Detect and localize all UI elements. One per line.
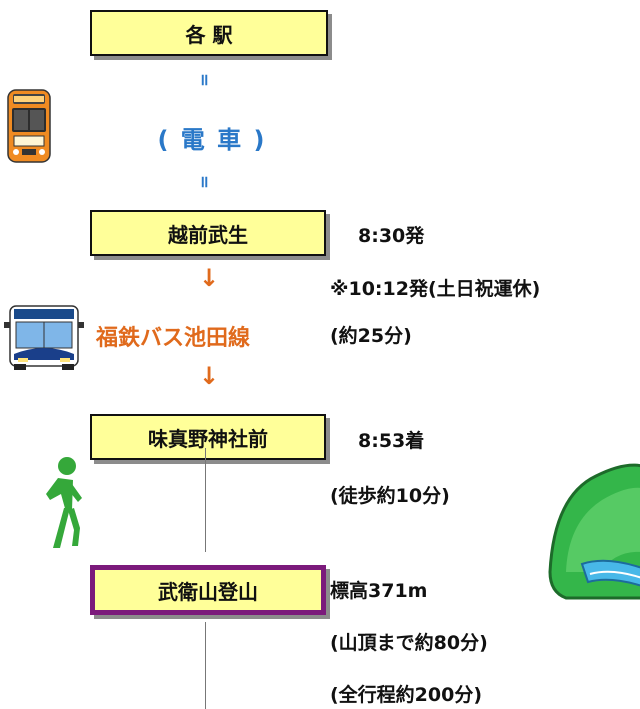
walk-path-line-2 <box>205 622 206 709</box>
station-ajimano: 味真野神社前 <box>90 414 326 460</box>
bus-icon <box>4 302 84 372</box>
walking-person-icon <box>36 454 86 552</box>
arrive-time: 8:53着 <box>358 430 425 452</box>
train-label: ( 電 車 ) <box>157 126 267 154</box>
altitude: 標高371m <box>330 580 428 602</box>
station-echizen-takefu-label: 越前武生 <box>168 222 248 247</box>
station-echizen-takefu: 越前武生 <box>90 210 326 256</box>
depart-alt-time: ※10:12発(土日祝運休) <box>330 278 541 300</box>
walk-path-line-1 <box>205 448 206 552</box>
arrow-down-2: ↓ <box>199 362 220 390</box>
connector-symbol-top: ॥ <box>199 70 209 89</box>
station-origin-label: 各 駅 <box>185 22 233 47</box>
to-summit-duration: (山頂まで約80分) <box>330 632 488 654</box>
train-icon <box>6 86 52 166</box>
walk-duration: (徒歩約10分) <box>330 485 450 507</box>
station-bueiyama-label: 武衛山登山 <box>158 579 258 604</box>
bus-duration: (約25分) <box>330 325 412 347</box>
bus-line-label: 福鉄バス池田線 <box>96 326 251 351</box>
depart-time: 8:30発 <box>358 225 425 247</box>
station-bueiyama: 武衛山登山 <box>90 565 326 615</box>
station-ajimano-label: 味真野神社前 <box>148 426 268 451</box>
total-duration: (全行程約200分) <box>330 684 483 706</box>
station-origin: 各 駅 <box>90 10 328 56</box>
arrow-down-1: ↓ <box>199 264 220 292</box>
mountain-icon <box>546 452 640 602</box>
connector-symbol-bottom: ॥ <box>199 172 209 191</box>
